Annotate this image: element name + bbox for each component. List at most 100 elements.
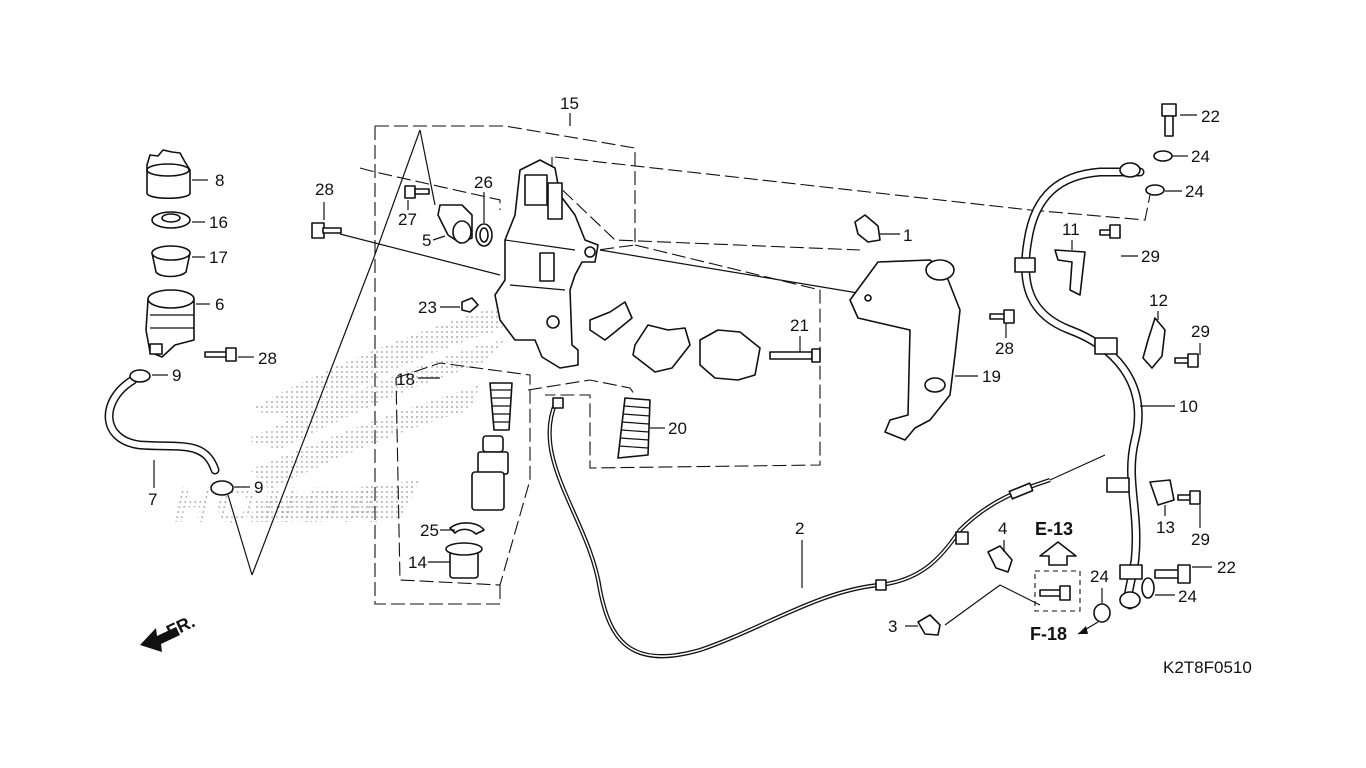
front-arrow: FR. bbox=[140, 611, 198, 652]
bolt-22-upper bbox=[1161, 103, 1177, 137]
callout-20: 20 bbox=[668, 419, 687, 438]
callout-24-c: 24 bbox=[1090, 567, 1109, 586]
callout-17: 17 bbox=[209, 248, 228, 267]
ref-e13: E-13 bbox=[1035, 519, 1073, 539]
group-24-bracket bbox=[1029, 194, 1151, 221]
diagram-code: K2T8F0510 bbox=[1163, 658, 1252, 677]
link-piece-c bbox=[699, 329, 761, 381]
callout-19: 19 bbox=[982, 367, 1001, 386]
group-28-box bbox=[359, 167, 501, 210]
oring-26 bbox=[475, 223, 493, 247]
callout-22-lower: 22 bbox=[1217, 558, 1236, 577]
ref-arrow-f18 bbox=[1077, 621, 1099, 635]
group-15-outline bbox=[375, 125, 636, 256]
reservoir-diaphragm bbox=[151, 245, 191, 278]
hose-10 bbox=[1014, 162, 1145, 610]
ref-arrow-e13 bbox=[1039, 541, 1077, 566]
clamp-3 bbox=[917, 614, 941, 636]
callout-3: 3 bbox=[888, 617, 897, 636]
callout-7: 7 bbox=[148, 490, 157, 509]
callout-29-c: 29 bbox=[1191, 530, 1210, 549]
bolt-28-reservoir bbox=[204, 347, 237, 362]
reservoir-cap bbox=[146, 149, 191, 200]
link-piece-b bbox=[632, 324, 691, 373]
clip-25 bbox=[449, 522, 485, 535]
callout-24-a: 24 bbox=[1191, 147, 1210, 166]
callout-2: 2 bbox=[795, 519, 804, 538]
group-outlines bbox=[359, 125, 1151, 612]
callout-29-a: 29 bbox=[1141, 247, 1160, 266]
bolt-29-c bbox=[1177, 490, 1201, 505]
ref-box bbox=[1034, 570, 1081, 612]
callout-22-upper: 22 bbox=[1201, 107, 1220, 126]
piston-set-18 bbox=[471, 382, 513, 511]
callout-27: 27 bbox=[398, 210, 417, 229]
reservoir-body bbox=[145, 289, 195, 358]
callout-14: 14 bbox=[408, 553, 427, 572]
callout-24-b: 24 bbox=[1185, 182, 1204, 201]
guide-12 bbox=[1142, 317, 1166, 369]
callout-4: 4 bbox=[998, 519, 1007, 538]
clamp-4 bbox=[987, 545, 1013, 573]
clamp-1 bbox=[854, 214, 881, 243]
callout-1: 1 bbox=[903, 226, 912, 245]
reservoir-plate bbox=[151, 211, 191, 229]
callout-8: 8 bbox=[215, 171, 224, 190]
bolt-28-upper bbox=[311, 222, 342, 239]
boot-20 bbox=[617, 397, 651, 459]
group-15-right bbox=[545, 244, 821, 469]
washer-24-a bbox=[1153, 150, 1173, 162]
callout-10: 10 bbox=[1179, 397, 1198, 416]
link-piece-a bbox=[589, 301, 633, 341]
ref-f18: F-18 bbox=[1030, 624, 1067, 644]
bolt-29-b bbox=[1174, 353, 1199, 368]
callout-13: 13 bbox=[1156, 518, 1175, 537]
callout-15: 15 bbox=[560, 94, 579, 113]
hose-7 bbox=[104, 375, 220, 475]
cover-19 bbox=[849, 259, 961, 441]
washer-24-c bbox=[1141, 577, 1155, 599]
bolt-22-lower bbox=[1154, 564, 1191, 584]
callout-ticks bbox=[152, 114, 1212, 627]
nut-23 bbox=[461, 297, 479, 313]
cable-2 bbox=[547, 397, 1106, 659]
washer-24-b bbox=[1145, 184, 1165, 196]
group-15-top bbox=[554, 156, 1031, 211]
clip-9-lower bbox=[210, 480, 234, 496]
callout-25: 25 bbox=[420, 521, 439, 540]
banjo-fitting-5 bbox=[437, 204, 473, 244]
guide-13 bbox=[1149, 479, 1175, 506]
callout-18: 18 bbox=[396, 370, 415, 389]
bolt-21 bbox=[769, 348, 821, 363]
bolt-29-a bbox=[1099, 224, 1121, 239]
master-cylinder-body bbox=[494, 159, 599, 369]
callout-11: 11 bbox=[1062, 220, 1080, 239]
callout-29-b: 29 bbox=[1191, 322, 1210, 341]
group-20-outline bbox=[527, 379, 636, 396]
screw-27 bbox=[404, 185, 430, 199]
callout-26: 26 bbox=[474, 173, 493, 192]
group-15-mid bbox=[551, 157, 861, 251]
callout-9-lower: 9 bbox=[254, 478, 263, 497]
honda-watermark-text: HONDA bbox=[169, 477, 394, 533]
leader-lines bbox=[227, 113, 1041, 626]
callout-21: 21 bbox=[790, 316, 809, 335]
bracket-11 bbox=[1054, 249, 1086, 296]
callout-28-left: 28 bbox=[315, 180, 334, 199]
callout-9-upper: 9 bbox=[172, 366, 181, 385]
bolt-28-cover bbox=[989, 309, 1015, 324]
group-15-left bbox=[374, 126, 501, 605]
clip-9-upper bbox=[129, 369, 151, 383]
callout-6: 6 bbox=[215, 295, 224, 314]
callout-28-right: 28 bbox=[995, 339, 1014, 358]
callout-28-reservoir: 28 bbox=[258, 349, 277, 368]
group-18-outline bbox=[395, 362, 531, 586]
callout-24-d: 24 bbox=[1178, 587, 1197, 606]
callout-23: 23 bbox=[418, 298, 437, 317]
washer-24-d bbox=[1093, 603, 1111, 623]
callout-16: 16 bbox=[209, 213, 228, 232]
callouts: 15 28 27 26 5 23 18 25 14 20 21 1 28 19 … bbox=[148, 94, 1252, 677]
callout-12: 12 bbox=[1149, 291, 1168, 310]
bushing-14 bbox=[445, 542, 483, 579]
